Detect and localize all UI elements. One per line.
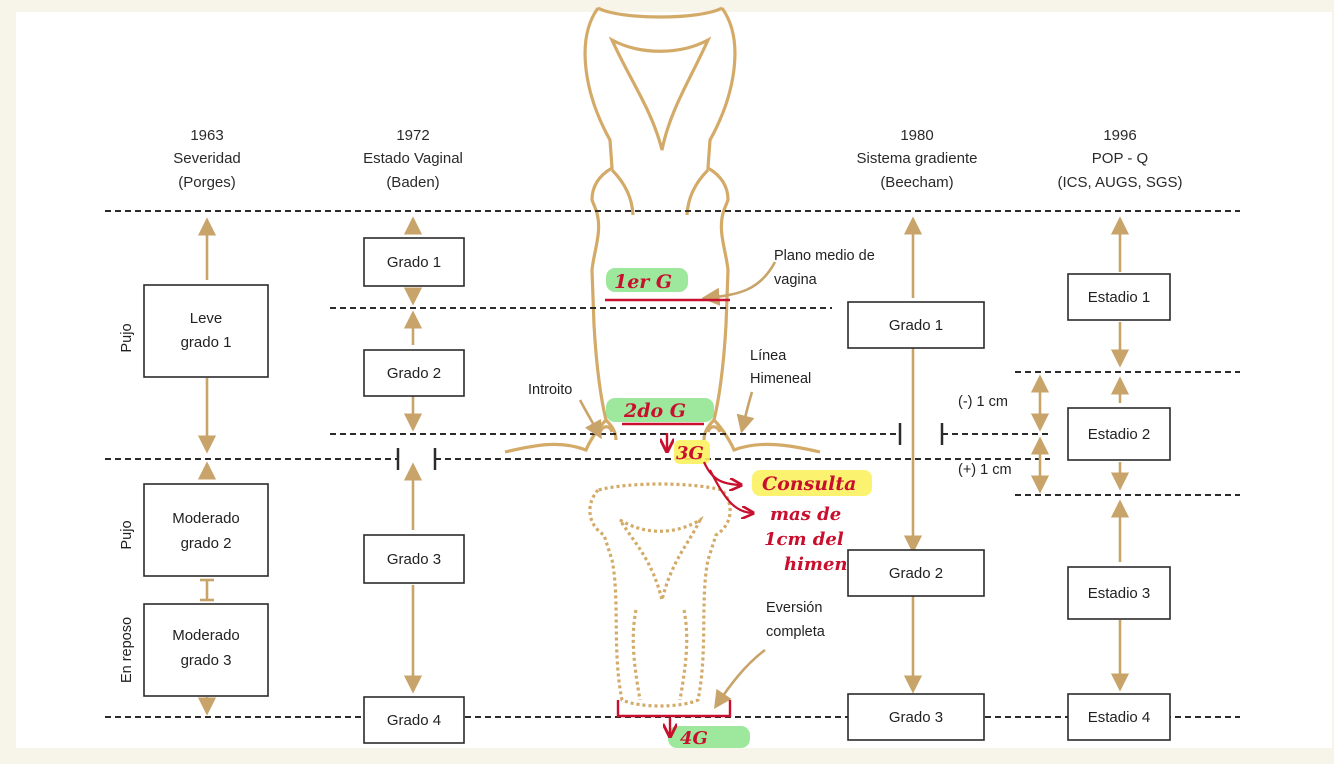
tick-marks (396, 423, 944, 470)
annotation-mas-de: mas de (770, 504, 841, 525)
baden-grado1-box: Grado 1 (363, 237, 465, 287)
porges-mod2-line2: grado 2 (181, 535, 232, 552)
header-popq-year: 1996 (1103, 127, 1136, 144)
popq-estadio2-label: Estadio 2 (1088, 426, 1151, 443)
porges-moderado-grado2-box: Moderado grado 2 (143, 483, 269, 577)
beecham-grado2-label: Grado 2 (889, 565, 943, 582)
header-beecham-year: 1980 (900, 127, 933, 144)
porges-mod2-line1: Moderado (172, 510, 240, 527)
annotation-1er-g: 1er G (614, 271, 672, 293)
beecham-grado3-label: Grado 3 (889, 709, 943, 726)
baden-grado2-label: Grado 2 (387, 365, 441, 382)
baden-grado3-box: Grado 3 (363, 534, 465, 584)
header-beecham: 1980 Sistema gradiente (Beecham) (857, 127, 978, 191)
popq-estadio1-label: Estadio 1 (1088, 289, 1151, 306)
eversion-label-line2: completa (766, 624, 826, 640)
porges-leve-line1: Leve (190, 310, 223, 327)
handwritten-annotations: 1er G 2do G 3G Consulta mas de 1cm del h… (605, 268, 872, 749)
linea-himeneal-label-line2: Himeneal (750, 371, 811, 387)
beecham-grado2-box: Grado 2 (847, 549, 985, 597)
header-popq-source: (ICS, AUGS, SGS) (1057, 174, 1182, 191)
porges-leve-grado1-box: Leve grado 1 (143, 284, 269, 378)
header-porges-year: 1963 (190, 127, 223, 144)
plus-1cm-label: (+) 1 cm (958, 462, 1012, 478)
linea-himeneal-label-line1: Línea (750, 348, 787, 364)
plano-medio-label-line2: vagina (774, 272, 818, 288)
header-porges: 1963 Severidad (Porges) (173, 127, 241, 191)
minus-1cm-label: (-) 1 cm (958, 394, 1008, 410)
header-porges-source: (Porges) (178, 174, 236, 191)
popq-estadio4-label: Estadio 4 (1088, 709, 1151, 726)
annotation-himen: himen (784, 554, 848, 575)
porges-mod3-line2: grado 3 (181, 652, 232, 669)
side-label-pujo-bottom: Pujo (119, 520, 135, 549)
header-baden: 1972 Estado Vaginal (Baden) (363, 127, 463, 191)
header-popq: 1996 POP - Q (ICS, AUGS, SGS) (1057, 127, 1182, 191)
header-popq-name: POP - Q (1092, 150, 1148, 167)
popq-estadio4-box: Estadio 4 (1067, 693, 1171, 741)
popq-estadio3-box: Estadio 3 (1067, 566, 1171, 620)
porges-mod3-line1: Moderado (172, 627, 240, 644)
beecham-grado1-box: Grado 1 (847, 301, 985, 349)
baden-grado4-label: Grado 4 (387, 712, 441, 729)
side-label-en-reposo: En reposo (119, 617, 135, 683)
annotation-3g: 3G (676, 443, 704, 464)
annotation-2do-g: 2do G (623, 400, 686, 422)
header-beecham-source: (Beecham) (880, 174, 953, 191)
baden-grado1-label: Grado 1 (387, 254, 441, 271)
eversion-label-line1: Eversión (766, 600, 822, 616)
popq-estadio3-label: Estadio 3 (1088, 585, 1151, 602)
introito-label: Introito (528, 382, 572, 398)
header-porges-name: Severidad (173, 150, 241, 167)
header-baden-source: (Baden) (386, 174, 439, 191)
baden-grado4-box: Grado 4 (363, 696, 465, 744)
popq-estadio2-box: Estadio 2 (1067, 407, 1171, 461)
beecham-grado3-box: Grado 3 (847, 693, 985, 741)
arrows (197, 216, 1130, 716)
beecham-grado1-label: Grado 1 (889, 317, 943, 334)
porges-moderado-grado3-box: Moderado grado 3 (143, 603, 269, 697)
header-baden-year: 1972 (396, 127, 429, 144)
side-label-pujo-top: Pujo (119, 323, 135, 352)
annotation-1cm-del: 1cm del (764, 529, 844, 550)
popq-estadio1-box: Estadio 1 (1067, 273, 1171, 321)
baden-grado3-label: Grado 3 (387, 551, 441, 568)
baden-grado2-box: Grado 2 (363, 349, 465, 397)
header-beecham-name: Sistema gradiente (857, 150, 978, 167)
plano-medio-label-line1: Plano medio de (774, 248, 875, 264)
porges-leve-line2: grado 1 (181, 334, 232, 351)
annotation-consulta: Consulta (762, 473, 856, 495)
annotation-4g: 4G (680, 728, 708, 749)
header-baden-name: Estado Vaginal (363, 150, 463, 167)
